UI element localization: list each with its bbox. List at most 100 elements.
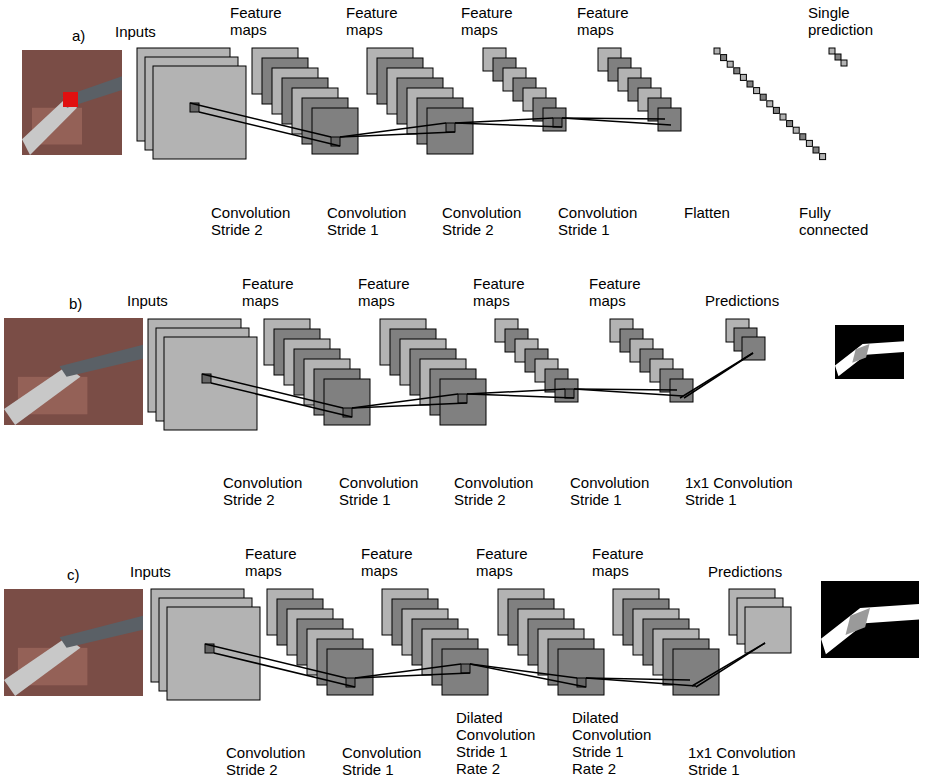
mask-shaft [835,341,904,376]
flattened-unit [780,114,786,120]
kernel-square [446,123,455,132]
feature-map [427,108,473,154]
layer-label: Feature maps [242,275,326,309]
feature-map [543,108,566,131]
receptive-line [467,389,565,394]
feature-map [440,379,486,425]
layer-label: Convolution Stride 2 [226,744,310,778]
receptive-line [455,123,562,127]
flattened-unit [787,121,793,127]
kernel-square [553,118,562,127]
receptive-line [205,644,346,678]
layer-label: Convolution Stride 1 [339,474,423,508]
layer-label: Dilated Convolution Stride 1 Rate 2 [572,709,656,777]
layer-label: Inputs [130,563,214,580]
segmentation-mask [835,325,904,379]
receptive-line [190,103,331,137]
mask-part [852,344,869,363]
layer-label: Convolution Stride 2 [211,204,295,238]
layer-label: Feature maps [589,275,673,309]
feature-map [673,649,719,695]
kernel-square [461,664,470,673]
flattened-unit [721,55,727,61]
flattened-unit [813,147,819,153]
layer-label: Dilated Convolution Stride 1 Rate 2 [456,709,540,777]
kernel-square [565,389,574,398]
instrument [60,616,143,648]
receptive-line [455,118,553,123]
layer-label: Feature maps [473,275,557,309]
instrument [62,76,122,108]
receptive-line [574,389,683,396]
receptive-line [340,132,455,137]
receptive-line [214,653,355,687]
layer-label: 1x1 Convolution Stride 1 [685,474,825,508]
flattened-unit [740,74,746,80]
feature-map [555,379,578,402]
flattened-unit [793,127,799,133]
layer-label: Feature maps [577,4,661,38]
receptive-line [199,112,340,146]
layer-label: 1x1 Convolution Stride 1 [688,744,828,778]
feature-map [442,649,488,695]
surgical-image [22,50,122,155]
flattened-unit [727,61,733,67]
feature-map [745,607,791,653]
receptive-line [586,678,696,686]
layer-label: Feature maps [461,4,545,38]
layer-label: Feature maps [358,275,442,309]
layer-label: Feature maps [361,545,445,579]
flattened-unit [734,68,740,74]
receptive-line [470,664,586,687]
flattened-unit [754,88,760,94]
receptive-line [680,353,753,398]
receptive-line [467,394,574,398]
flattened-unit [767,101,773,107]
receptive-line [692,643,765,686]
feature-map [312,108,358,154]
layer-label: Predictions [708,563,808,580]
layer-label: Convolution Stride 1 [327,204,411,238]
flattened-unit [773,107,779,113]
mask-shaft [821,604,919,654]
flattened-unit [800,134,806,140]
flattened-unit [714,48,720,54]
layer-label: Convolution Stride 2 [454,474,538,508]
query-pixel [63,92,78,107]
layer-label: Convolution Stride 2 [442,204,526,238]
layer-label: Feature maps [592,545,676,579]
feature-map [327,649,373,695]
receptive-line [696,643,765,687]
output-unit [829,48,835,54]
feature-map [558,649,604,695]
layer-label: a) [72,27,112,44]
layer-label: Convolution Stride 1 [570,474,654,508]
layer-label: Feature maps [476,545,560,579]
instrument [60,345,143,377]
receptive-line [470,664,577,678]
layer-label: c) [67,566,107,583]
layer-label: Inputs [115,23,199,40]
layer-label: Feature maps [230,4,314,38]
layer-label: b) [69,295,109,312]
flattened-unit [747,81,753,87]
kernel-square [458,394,467,403]
output-unit [835,54,841,60]
receptive-line [355,673,470,678]
layer-label: Feature maps [245,545,329,579]
layer-label: Predictions [705,292,805,309]
segmentation-mask [821,581,919,658]
layer-label: Fully connected [799,204,889,238]
layer-label: Single prediction [808,4,898,38]
surgical-image [4,318,143,425]
layer-label: Convolution Stride 1 [558,204,642,238]
mask-part [846,608,871,635]
layer-label: Inputs [127,292,211,309]
layer-label: Flatten [684,204,768,221]
receptive-line [352,403,467,408]
layer-label: Feature maps [346,4,430,38]
flattened-unit [760,94,766,100]
output-unit [841,60,847,66]
feature-map [742,337,765,360]
